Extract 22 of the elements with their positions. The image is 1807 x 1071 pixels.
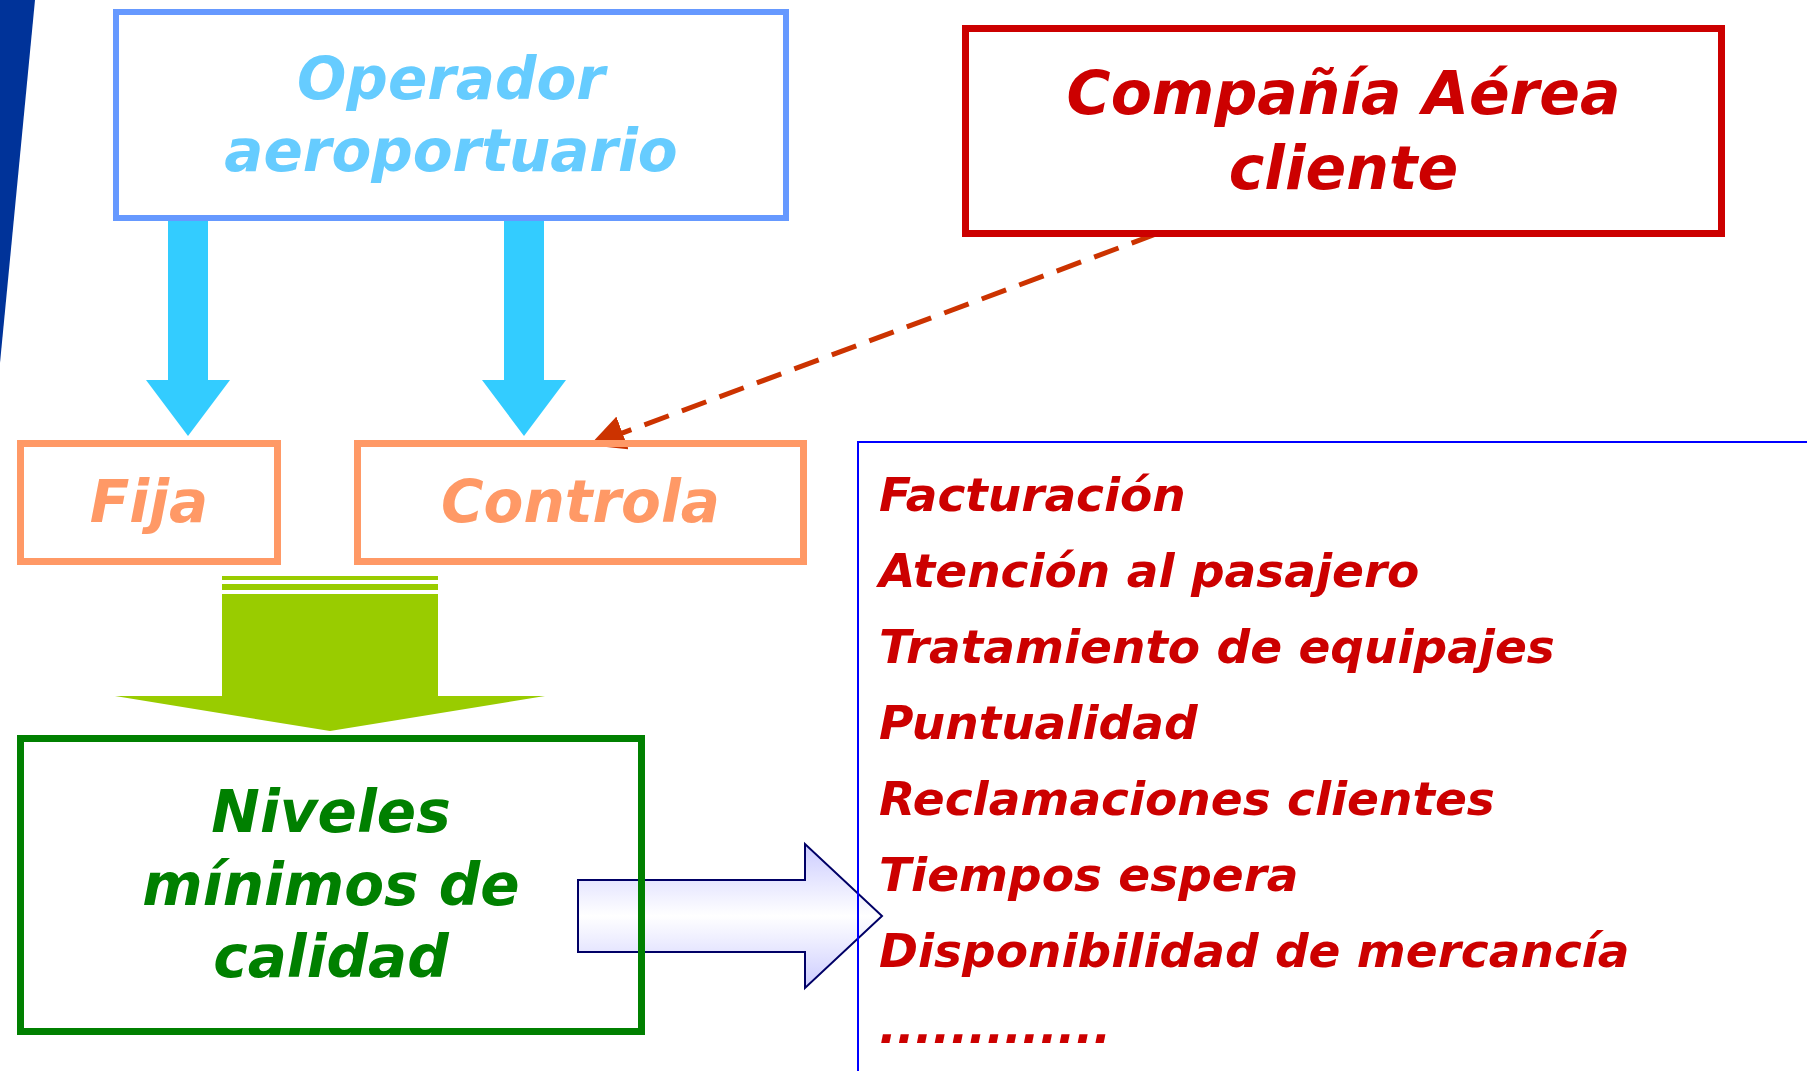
- box-label: Fija: [89, 467, 209, 539]
- box-label: Controla: [441, 467, 720, 539]
- process-box: [17, 440, 281, 565]
- process-box: [17, 735, 645, 1035]
- block-arrow: [146, 221, 230, 436]
- box-label: Niveles mínimos de calidad: [141, 777, 521, 994]
- list-item: Puntualidad: [879, 694, 1198, 752]
- list-item: Tiempos espera: [879, 846, 1299, 904]
- box-label: Operador aeroportuario: [223, 43, 679, 187]
- list-item: .............: [879, 998, 1112, 1056]
- block-arrow: [577, 841, 884, 991]
- process-box: [113, 9, 789, 221]
- block-arrow: [482, 221, 566, 436]
- list-item: Reclamaciones clientes: [879, 770, 1495, 828]
- list-panel: [857, 441, 1807, 1071]
- list-item: Tratamiento de equipajes: [879, 618, 1555, 676]
- process-box: [354, 440, 807, 565]
- list-item: Disponibilidad de mercancía: [879, 922, 1630, 980]
- box-label: Compañía Aérea cliente: [1065, 57, 1622, 205]
- process-box: [962, 25, 1725, 237]
- block-arrow: [115, 576, 545, 731]
- list-item: Facturación: [879, 466, 1186, 524]
